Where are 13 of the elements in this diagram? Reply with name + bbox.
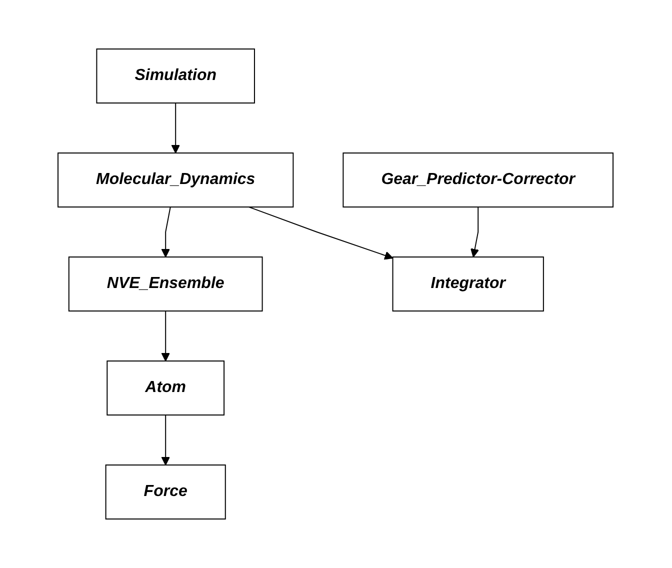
- node-box: Molecular_Dynamics: [58, 152, 294, 208]
- node-box: Atom: [107, 360, 226, 416]
- arrow: [162, 414, 170, 466]
- node-box: Gear_Predictor-Corrector: [343, 152, 614, 208]
- node-box: NVE_Ensemble: [68, 256, 264, 312]
- arrow: [162, 206, 172, 258]
- node-box: Simulation: [96, 48, 256, 104]
- node-box: Force: [106, 464, 226, 520]
- arrow: [172, 102, 180, 154]
- node-box: Integrator: [392, 256, 544, 312]
- arrow: [162, 310, 170, 362]
- arrow: [248, 206, 394, 260]
- arrow: [470, 206, 480, 258]
